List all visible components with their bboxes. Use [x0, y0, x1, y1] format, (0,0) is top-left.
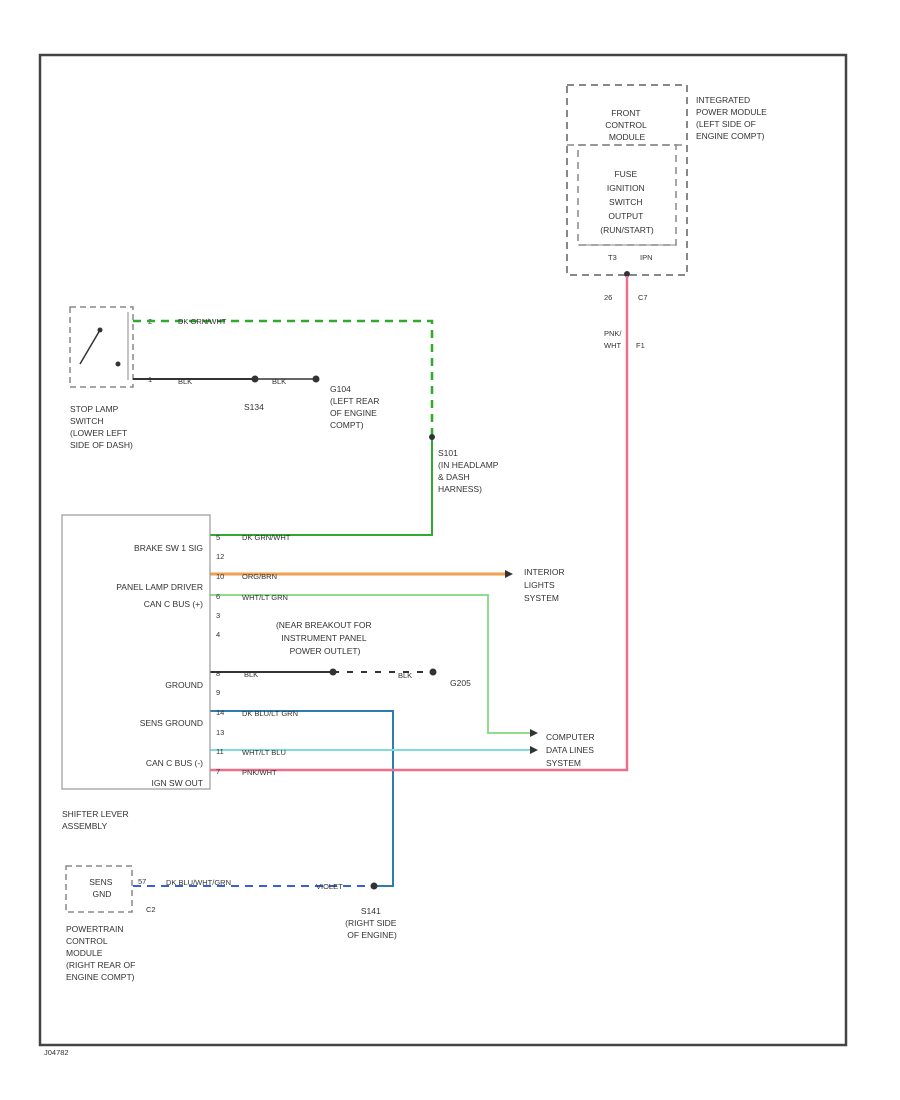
ground-g104: [312, 375, 320, 383]
pin-num-13: 13: [216, 728, 224, 737]
arrow-interior-lights: [505, 570, 513, 578]
pin-num-sens-ground: 14: [216, 708, 224, 717]
pin-num-9: 9: [216, 688, 220, 697]
splice-s141: [370, 882, 378, 890]
splice-s134: [251, 375, 259, 383]
breakout-label: (NEAR BREAKOUT FOR INSTRUMENT PANEL POWE…: [276, 620, 374, 656]
fuse-label: FUSE IGNITION SWITCH OUTPUT (RUN/START): [600, 169, 654, 235]
wire-label-breakout-blk: BLK: [398, 671, 412, 680]
ipm-outline: [566, 84, 688, 276]
diagram-frame: [38, 53, 848, 1047]
arrow-data-lines-plus: [530, 729, 538, 737]
wire-label-panel-lamp: ORG/BRN: [242, 572, 277, 581]
s101-label: S101 (IN HEADLAMP & DASH HARNESS): [438, 448, 501, 494]
wire-label-stop-blk: BLK: [178, 377, 192, 386]
shifter-outline: [61, 514, 211, 790]
wire-can-c-plus: [210, 594, 530, 734]
wire-label-can-c-minus: WHT/LT BLU: [242, 748, 286, 757]
wire-label-brake-sw: DK GRN/WHT: [242, 533, 291, 542]
ipm-output-terminal: [624, 271, 630, 277]
pcm-box-label: SENS GND: [89, 877, 115, 899]
pcm-label: POWERTRAIN CONTROL MODULE (RIGHT REAR OF…: [66, 924, 138, 982]
pin-name-can-c-plus: CAN C BUS (+): [144, 599, 203, 609]
pin-num-brake-sw: 5: [216, 533, 220, 542]
ipm-cav-left: 26: [604, 293, 612, 302]
pin-name-panel-lamp: PANEL LAMP DRIVER: [116, 582, 203, 592]
g104-label: G104 (LEFT REAR OF ENGINE COMPT): [330, 384, 382, 430]
stop-lamp-switch-outline: [69, 306, 134, 388]
ipm-pin: IPN: [640, 253, 653, 262]
wire-label-can-c-plus: WHT/LT GRN: [242, 593, 288, 602]
ipm-label: INTEGRATED POWER MODULE (LEFT SIDE OF EN…: [696, 95, 769, 141]
ipm-cav-right: C7: [638, 293, 648, 302]
pcm-connector: C2: [146, 905, 156, 914]
pin-name-brake-sw: BRAKE SW 1 SIG: [134, 543, 203, 553]
pin-name-ign-sw-out: IGN SW OUT: [152, 778, 203, 788]
s141-label: S141 (RIGHT SIDE OF ENGINE): [345, 906, 399, 940]
wire-label-stop-dk-grn-wht: DK GRN/WHT: [178, 317, 227, 326]
wire-label-s134-blk: BLK: [272, 377, 286, 386]
shifter-lever-assembly: BRAKE SW 1 SIG PANEL LAMP DRIVER CAN C B…: [61, 514, 298, 831]
wire-label-pcm: DK BLU/WHT/GRN: [166, 878, 231, 887]
powertrain-control-module: SENS GND 57 C2 DK BLU/WHT/GRN VIOLET POW…: [65, 865, 343, 982]
switch-contact-bottom: [115, 361, 121, 367]
pin-num-3: 3: [216, 611, 220, 620]
wire-label-sens-ground: DK BLU/LT GRN: [242, 709, 298, 718]
wire-label-pcm-right: VIOLET: [316, 882, 343, 891]
pin-num-4: 4: [216, 630, 220, 639]
g205-label: G205: [450, 678, 471, 688]
diagram-code: J04782: [44, 1048, 69, 1057]
wires: [133, 276, 629, 887]
ipm-output-cav: F1: [636, 341, 645, 350]
pin-name-can-c-minus: CAN C BUS (-): [146, 758, 203, 768]
pin-num-ign-sw-out: 7: [216, 767, 220, 776]
splice-s134-label: S134: [244, 402, 264, 412]
wire-label-ign-sw-out: PNK/WHT: [242, 768, 277, 777]
pin-name-sens-ground: SENS GROUND: [140, 718, 203, 728]
pin-num-panel-lamp: 10: [216, 572, 224, 581]
pcm-outline: [65, 865, 133, 913]
wire-label-ground: BLK: [244, 670, 258, 679]
stop-lamp-label: STOP LAMP SWITCH (LOWER LEFT SIDE OF DAS…: [70, 404, 133, 450]
integrated-power-module: FRONT CONTROL MODULE FUSE IGNITION SWITC…: [566, 84, 769, 350]
pin-num-can-c-minus: 11: [216, 747, 224, 756]
wire-sens-ground: [210, 710, 394, 887]
pin-num-ground: 8: [216, 669, 220, 678]
wire-s101-to-shifter: [210, 437, 433, 536]
switch-contact-arm: [79, 329, 101, 365]
ground-g205: [429, 668, 437, 676]
wire-ignition: [210, 276, 629, 772]
pin-num-can-c-plus: 6: [216, 592, 220, 601]
pcm-pin: 57: [138, 877, 146, 886]
fcm-label: FRONT CONTROL MODULE: [605, 108, 649, 142]
shifter-label: SHIFTER LEVER ASSEMBLY: [62, 809, 131, 831]
arrow-data-lines-minus: [530, 746, 538, 754]
computer-data-label: COMPUTER DATA LINES SYSTEM: [546, 732, 597, 768]
interior-lights-label: INTERIOR LIGHTS SYSTEM: [524, 567, 567, 603]
splice-breakout: [329, 668, 337, 676]
ipm-connector: T3: [608, 253, 617, 262]
ipm-output-wire-label: PNK/ WHT: [604, 329, 624, 350]
pin-num-12: 12: [216, 552, 224, 561]
splice-s101: [429, 434, 435, 440]
wire-stop-lamp-to-s101: [133, 319, 434, 437]
switch-contact-top: [97, 327, 103, 333]
pin-name-ground: GROUND: [165, 680, 203, 690]
